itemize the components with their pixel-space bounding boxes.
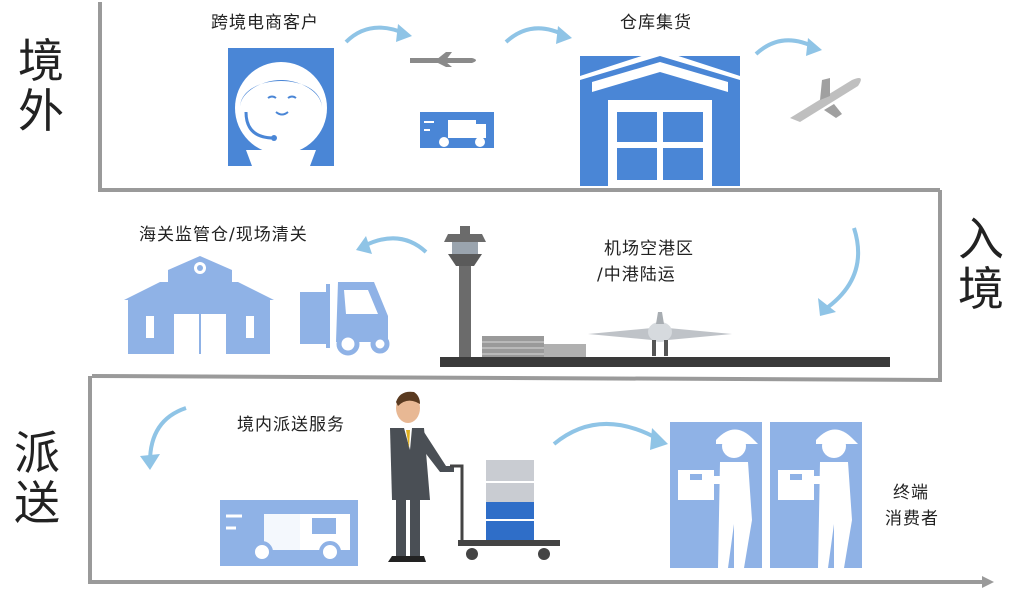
airport-tower-icon — [444, 226, 486, 358]
airport-label-line1: 机场空港区 — [604, 239, 694, 259]
section-entry-title: 入 境 — [958, 214, 1004, 314]
customer-service-icon — [228, 48, 334, 166]
arrow-down-to-delivery — [148, 406, 187, 463]
arrow-cart-to-consumer — [552, 422, 661, 446]
section-frames — [88, 2, 985, 584]
consumer-label-line1: 终端 — [893, 483, 929, 503]
consumer-receiving-icon-1 — [670, 422, 762, 568]
section-delivery-char2: 送 — [14, 476, 60, 530]
domestic-delivery-label: 境内派送服务 — [237, 415, 345, 435]
delivery-truck-icon-small — [420, 112, 494, 148]
entry-frame — [91, 190, 942, 383]
arrow-airport-to-customs — [363, 236, 428, 254]
overseas-frame — [98, 2, 940, 192]
airport-label-line2: /中港陆运 — [597, 265, 676, 285]
customs-label: 海关监管仓/现场清关 — [139, 225, 308, 245]
customer-label: 跨境电商客户 — [211, 13, 319, 33]
flow-arrowheads — [140, 24, 836, 470]
delivery-truck-icon-large — [220, 500, 358, 566]
terminal-buildings-icon — [482, 336, 586, 358]
runway — [440, 357, 890, 367]
delivery-man-icon — [388, 391, 454, 562]
warehouse-label: 仓库集货 — [620, 13, 692, 33]
warehouse-icon — [580, 50, 740, 186]
timeline-arrowhead — [982, 576, 994, 588]
section-delivery-title: 派 送 — [14, 428, 60, 528]
arrow-down-to-entry — [822, 227, 861, 312]
airplane-departing-icon — [790, 78, 861, 122]
section-overseas-title: 境 外 — [18, 36, 64, 136]
section-overseas-char2: 外 — [18, 84, 64, 138]
parked-airplane-icon — [588, 312, 732, 356]
section-overseas-char1: 境 — [18, 34, 64, 88]
section-entry-char1: 入 — [958, 212, 1004, 266]
hand-cart-icon — [450, 460, 560, 560]
section-delivery-char1: 派 — [14, 426, 60, 480]
small-airplane-icon — [410, 52, 476, 67]
consumer-receiving-icon-2 — [770, 422, 862, 568]
forklift-icon — [300, 282, 390, 356]
delivery-frame — [88, 376, 985, 584]
customs-warehouse-icon — [124, 256, 274, 354]
section-entry-char2: 境 — [958, 262, 1004, 316]
consumer-label-line2: 消费者 — [885, 509, 939, 529]
